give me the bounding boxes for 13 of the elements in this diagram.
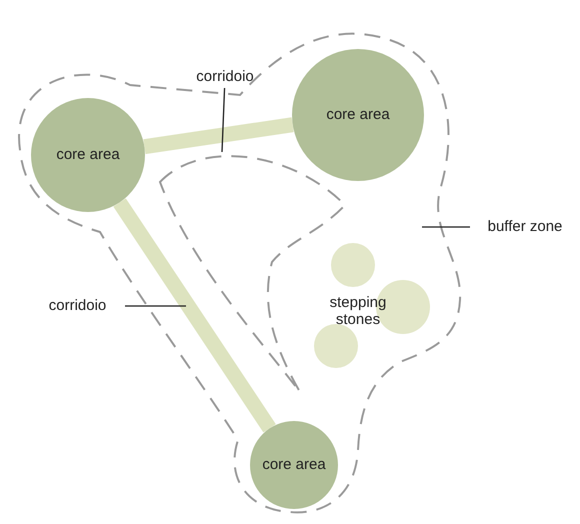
leader-line <box>221 88 226 152</box>
corridor-band <box>143 117 294 154</box>
leader-line <box>125 305 186 307</box>
core-area-circle: core area <box>292 49 424 181</box>
stepping-stone-circle <box>314 324 358 368</box>
core-area-circle: core area <box>250 421 338 509</box>
stepping-stone-circle <box>331 243 375 287</box>
callout-label: buffer zone <box>470 216 580 238</box>
callout-label: corridoio <box>30 295 125 317</box>
core-area-circle: core area <box>31 98 145 212</box>
callout-label: corridoio <box>180 66 270 88</box>
callout-label: stepping stones <box>318 290 398 332</box>
leader-line <box>422 226 470 228</box>
